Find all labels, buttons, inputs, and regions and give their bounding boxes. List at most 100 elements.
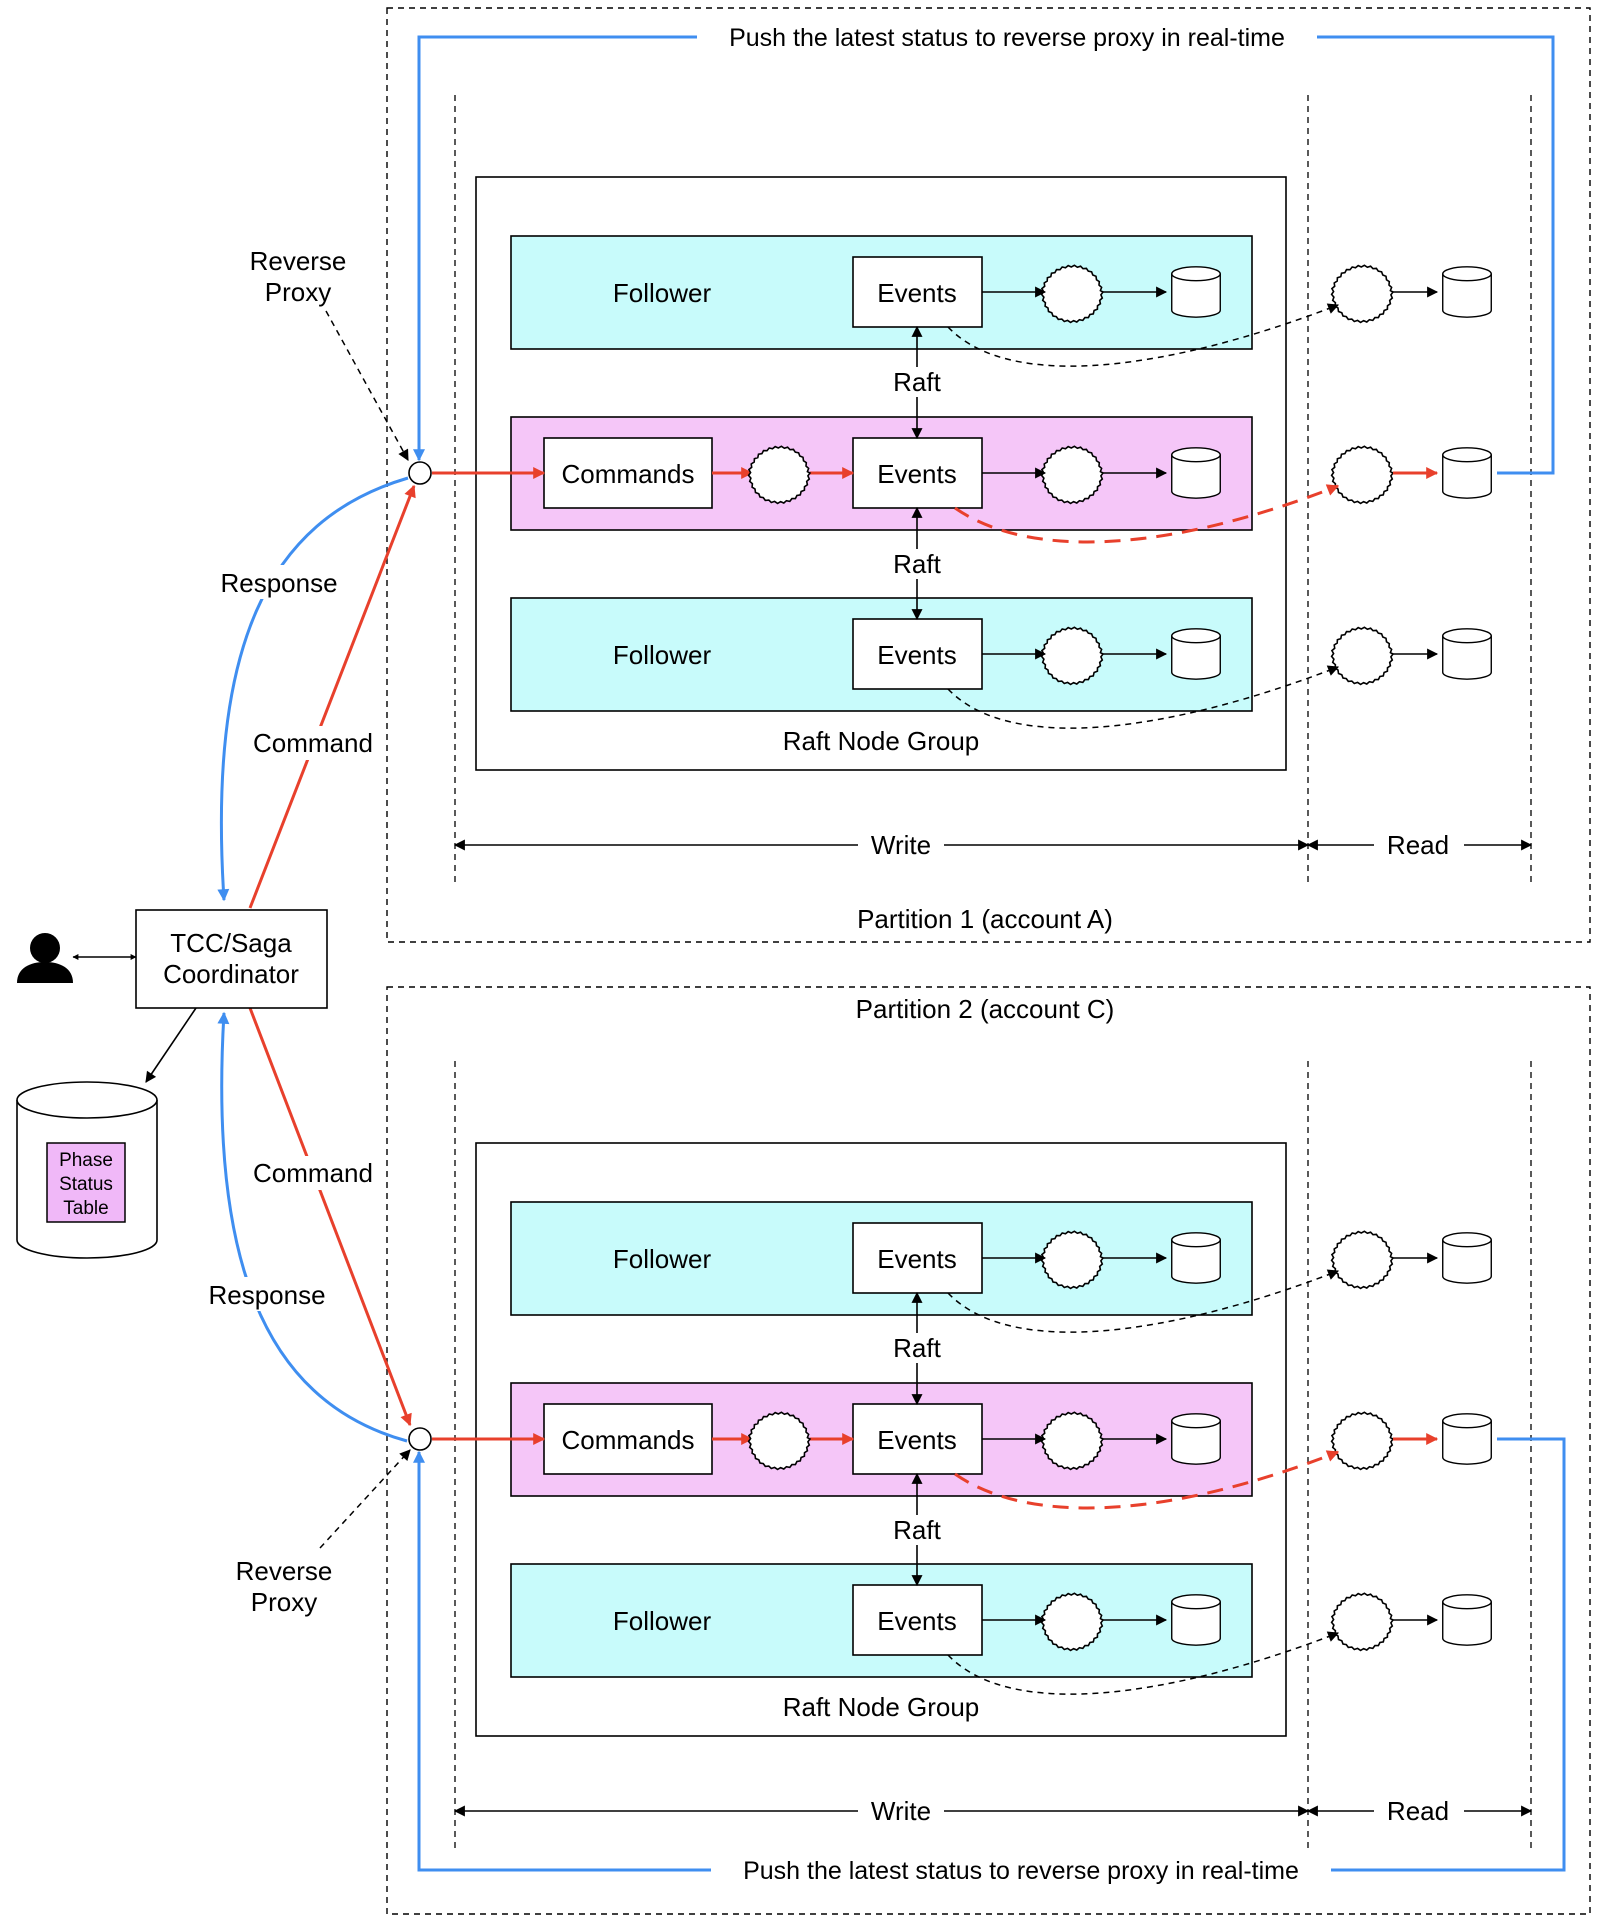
events-label: Events — [877, 1244, 957, 1274]
read-label-bg — [1374, 830, 1464, 860]
response-label: Response — [208, 1280, 325, 1310]
reverse-proxy-label-line1: Reverse — [236, 1556, 333, 1586]
command-label: Command — [253, 728, 373, 758]
push-status-note: Push the latest status to reverse proxy … — [743, 1857, 1299, 1885]
reverse-proxy-node[interactable] — [408, 461, 432, 485]
push-status-note: Push the latest status to reverse proxy … — [729, 24, 1285, 52]
reverse-proxy-label-line2: Proxy — [251, 1587, 317, 1617]
read-label: Read — [1387, 830, 1449, 860]
phase-table-line3: Table — [63, 1198, 108, 1219]
replication-curve — [947, 1269, 1340, 1333]
events-label: Events — [877, 278, 957, 308]
events-box — [852, 1222, 983, 1294]
raft-label: Raft — [893, 1333, 941, 1363]
partition-label: Partition 1 (account A) — [857, 904, 1113, 934]
user-icon — [17, 933, 73, 983]
read-label-bg — [1374, 1796, 1464, 1826]
replication-curve — [947, 303, 1340, 367]
raft-label: Raft — [893, 549, 941, 579]
commands-box — [543, 437, 713, 509]
event-processor-icon — [1330, 445, 1394, 505]
events-label: Events — [877, 640, 957, 670]
database-icon — [1441, 1232, 1493, 1284]
reverse-proxy-pointer — [325, 310, 409, 461]
events-label: Events — [877, 1606, 957, 1636]
event-processor-icon — [1330, 626, 1394, 686]
follower-label: Follower — [613, 1244, 712, 1274]
label-bg — [200, 1277, 334, 1311]
push-note-bg — [697, 20, 1317, 54]
database-icon — [1441, 628, 1493, 680]
coordinator-label-line1: TCC/Saga — [170, 928, 292, 958]
response-arrow — [217, 1011, 408, 1443]
events-label: Events — [877, 1425, 957, 1455]
coordination-side: Response Command Command Response Revers… — [16, 246, 432, 1617]
event-processor-icon — [1330, 1230, 1394, 1290]
commands-box — [543, 1403, 713, 1475]
phase-status-database[interactable]: Phase Status Table — [16, 1081, 158, 1259]
partition-boundary — [386, 986, 1591, 1915]
commands-label: Commands — [562, 1425, 695, 1455]
event-processor-icon — [1330, 1592, 1394, 1652]
label-bg — [246, 1156, 380, 1190]
database-icon — [1441, 447, 1493, 499]
response-label: Response — [220, 568, 337, 598]
database-icon — [1441, 266, 1493, 318]
phase-table-line2: Status — [59, 1174, 113, 1195]
events-label: Events — [877, 459, 957, 489]
reverse-proxy-pointer — [319, 1449, 411, 1549]
partition-boundary — [386, 7, 1591, 943]
coordinator-db-link — [145, 1007, 197, 1083]
label-bg — [212, 565, 346, 599]
push-status-path — [413, 35, 1555, 475]
database-icon — [1170, 1413, 1222, 1465]
database-icon — [1170, 266, 1222, 318]
raft-label: Raft — [893, 367, 941, 397]
push-note-bg — [711, 1853, 1331, 1887]
follower-label: Follower — [613, 640, 712, 670]
events-box — [852, 1403, 983, 1475]
database-icon — [1441, 1413, 1493, 1465]
raft-label: Raft — [893, 1515, 941, 1545]
coordinator-label-line2: Coordinator — [163, 959, 299, 989]
write-label-bg — [858, 1796, 944, 1826]
tcc-saga-coordinator[interactable] — [135, 909, 328, 1009]
write-label: Write — [871, 830, 931, 860]
database-icon — [1170, 628, 1222, 680]
event-processor-icon — [1330, 1411, 1394, 1471]
reverse-proxy-label-line2: Proxy — [265, 277, 331, 307]
phase-table-line1: Phase — [59, 1150, 113, 1171]
replication-curve — [947, 665, 1340, 729]
database-icon — [1441, 1594, 1493, 1646]
reverse-proxy-node[interactable] — [408, 1427, 432, 1451]
replication-curve — [947, 1631, 1340, 1695]
write-label: Write — [871, 1796, 931, 1826]
label-bg — [246, 726, 380, 760]
command-label: Command — [253, 1158, 373, 1188]
follower-label: Follower — [613, 278, 712, 308]
read-label: Read — [1387, 1796, 1449, 1826]
command-line — [248, 484, 416, 909]
partition-1: Raft Node Group Follower Follower Events… — [386, 7, 1591, 943]
phase-status-table — [46, 1142, 126, 1223]
event-processor-icon — [1330, 264, 1394, 324]
leader-event-curve — [954, 484, 1340, 544]
response-arrow — [217, 476, 409, 902]
events-box — [852, 618, 983, 690]
partition-label: Partition 2 (account C) — [856, 994, 1115, 1024]
command-line — [248, 1007, 412, 1427]
commands-label: Commands — [562, 459, 695, 489]
database-icon — [1170, 447, 1222, 499]
push-status-path — [413, 1437, 1566, 1872]
events-box — [852, 1584, 983, 1656]
partition-2: Partition 2 (account C) Raft Node Group … — [386, 986, 1591, 1915]
follower-label: Follower — [613, 1606, 712, 1636]
raft-node-group-label: Raft Node Group — [783, 1692, 980, 1722]
leader-event-curve — [954, 1450, 1340, 1510]
database-icon — [1170, 1232, 1222, 1284]
database-icon — [1170, 1594, 1222, 1646]
reverse-proxy-label-line1: Reverse — [250, 246, 347, 276]
write-label-bg — [858, 830, 944, 860]
raft-node-group-label: Raft Node Group — [783, 726, 980, 756]
